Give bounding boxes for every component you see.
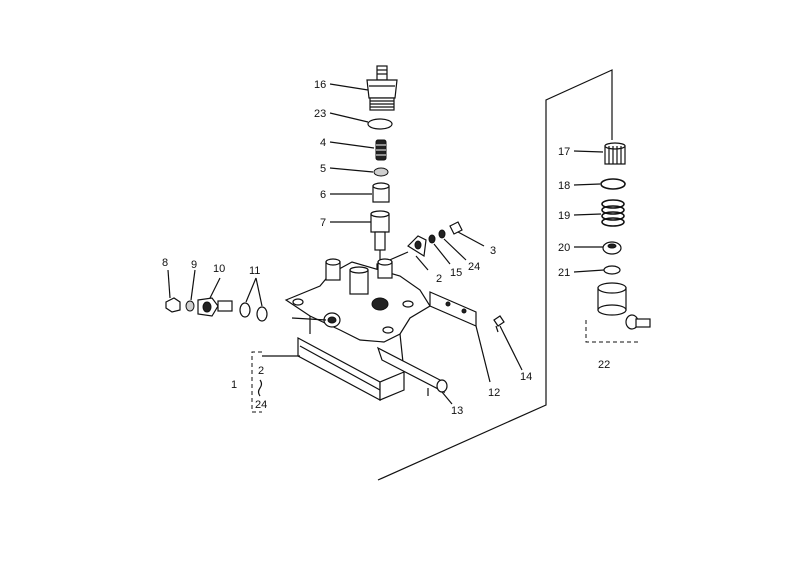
assembly-boundary-line bbox=[377, 69, 613, 481]
callout-10: 10 bbox=[213, 263, 225, 275]
callout-6: 6 bbox=[320, 189, 326, 201]
callout-1: 1 bbox=[231, 379, 237, 391]
callout-3: 3 bbox=[490, 245, 496, 257]
callout-17: 17 bbox=[558, 146, 570, 158]
callout-21: 21 bbox=[558, 267, 570, 279]
part-11-gasket-b bbox=[256, 306, 268, 322]
callout-24-kit: 24 bbox=[255, 399, 267, 411]
part-6-valve bbox=[372, 182, 390, 203]
callout-7: 7 bbox=[320, 217, 326, 229]
part-14-screw bbox=[493, 315, 505, 333]
part-22-adjuster bbox=[597, 282, 651, 330]
callout-24-upper: 24 bbox=[468, 261, 480, 273]
part-10-fitting bbox=[197, 297, 233, 317]
part-9-washer bbox=[185, 300, 195, 312]
part-2-lock-plate bbox=[407, 235, 427, 258]
part-12-bracket bbox=[429, 291, 477, 327]
callout-5: 5 bbox=[320, 163, 326, 175]
callout-14: 14 bbox=[520, 371, 532, 383]
callout-13: 13 bbox=[451, 405, 463, 417]
leader-lines bbox=[167, 83, 605, 405]
callout-2-upper: 2 bbox=[436, 273, 442, 285]
part-20-spring-seat bbox=[602, 241, 622, 255]
callout-16: 16 bbox=[314, 79, 326, 91]
callout-12: 12 bbox=[488, 387, 500, 399]
part-8-plug bbox=[165, 297, 181, 313]
part-17-valve-holder bbox=[604, 142, 626, 165]
part-24-washer bbox=[438, 229, 446, 239]
kit-tilde-mark bbox=[257, 379, 263, 397]
part-19-spring bbox=[601, 199, 625, 227]
part-23-o-ring bbox=[367, 118, 393, 130]
part-3-bolt bbox=[449, 221, 463, 235]
part-16-delivery-valve-holder bbox=[366, 65, 398, 111]
part-13-control-rack bbox=[376, 346, 448, 396]
callout-11: 11 bbox=[249, 265, 260, 277]
part-11-gasket-a bbox=[239, 302, 251, 318]
callout-18: 18 bbox=[558, 180, 570, 192]
callout-15: 15 bbox=[450, 267, 462, 279]
part-21-washer bbox=[603, 265, 621, 275]
part-22-bracket-line bbox=[585, 320, 640, 343]
callout-labels: 16 23 4 5 6 7 2 15 24 3 8 9 10 11 1 2 24… bbox=[162, 79, 610, 417]
callout-4: 4 bbox=[320, 137, 326, 149]
part-4-spring bbox=[375, 139, 387, 161]
part-5-washer bbox=[373, 167, 389, 177]
part-15-washer bbox=[428, 234, 436, 244]
callout-9: 9 bbox=[191, 259, 197, 271]
callout-19: 19 bbox=[558, 210, 570, 222]
callout-23: 23 bbox=[314, 108, 326, 120]
callout-20: 20 bbox=[558, 242, 570, 254]
callout-2-kit: 2 bbox=[258, 365, 264, 377]
callout-22: 22 bbox=[598, 359, 610, 371]
part-18-washer bbox=[600, 178, 626, 190]
callout-8: 8 bbox=[162, 257, 168, 269]
pump-body bbox=[284, 258, 431, 402]
